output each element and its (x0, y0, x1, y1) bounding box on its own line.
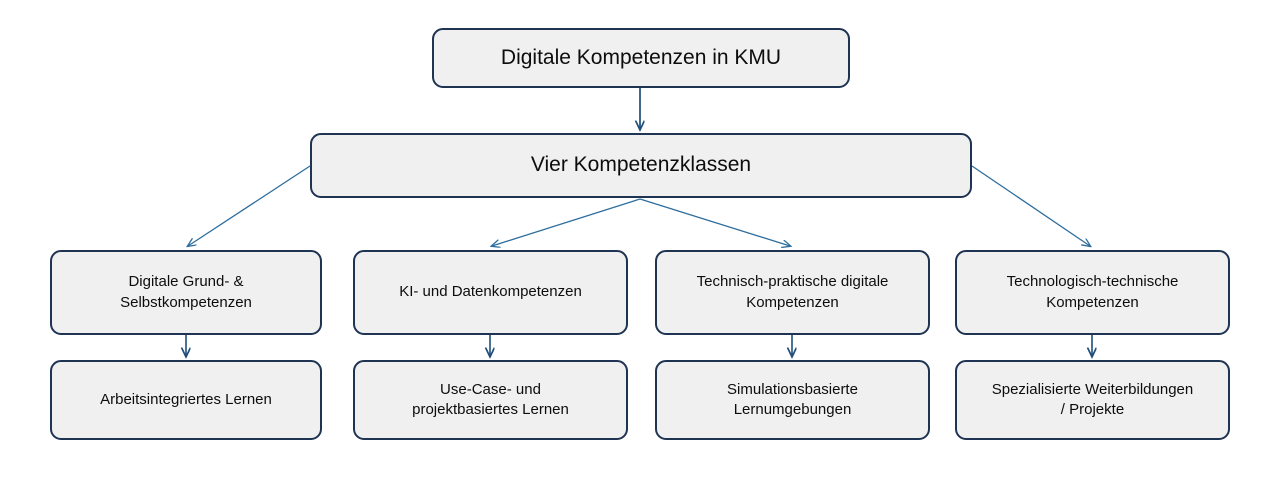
node-learning-0[interactable]: Arbeitsintegriertes Lernen (50, 360, 322, 440)
node-root[interactable]: Digitale Kompetenzen in KMU (432, 28, 850, 88)
node-competence-0[interactable]: Digitale Grund- & Selbstkompetenzen (50, 250, 322, 335)
connector-classgroup-to-competence-3 (971, 165, 1090, 246)
node-learning-2-label: Simulationsbasierte Lernumgebungen (727, 380, 858, 418)
connector-classgroup-to-competence-0 (188, 165, 311, 246)
node-learning-3-label: Spezialisierte Weiterbildungen / Projekt… (991, 380, 1194, 418)
node-learning-2[interactable]: Simulationsbasierte Lernumgebungen (655, 360, 930, 440)
node-root-label: Digitale Kompetenzen in KMU (500, 45, 782, 69)
node-learning-3[interactable]: Spezialisierte Weiterbildungen / Projekt… (955, 360, 1230, 440)
node-competence-2[interactable]: Technisch-praktische digitale Kompetenze… (655, 250, 930, 335)
node-competence-3[interactable]: Technologisch-technische Kompetenzen (955, 250, 1230, 335)
node-learning-0-label: Arbeitsintegriertes Lernen (100, 390, 272, 408)
node-competence-3-label: Technologisch-technische Kompetenzen (1006, 273, 1179, 311)
node-competence-1-label: KI- und Datenkompetenzen (399, 283, 582, 301)
connector-classgroup-to-competence-2 (639, 198, 790, 246)
node-learning-1-label: Use-Case- und projektbasiertes Lernen (412, 380, 569, 418)
node-class-group-label: Vier Kompetenzklassen (530, 153, 752, 177)
node-competence-1[interactable]: KI- und Datenkompetenzen (353, 250, 628, 335)
node-competence-2-label: Technisch-praktische digitale Kompetenze… (696, 273, 889, 311)
node-competence-0-label: Digitale Grund- & Selbstkompetenzen (120, 273, 252, 311)
connector-classgroup-to-competence-1 (492, 198, 641, 246)
node-learning-1[interactable]: Use-Case- und projektbasiertes Lernen (353, 360, 628, 440)
node-class-group[interactable]: Vier Kompetenzklassen (310, 133, 972, 198)
